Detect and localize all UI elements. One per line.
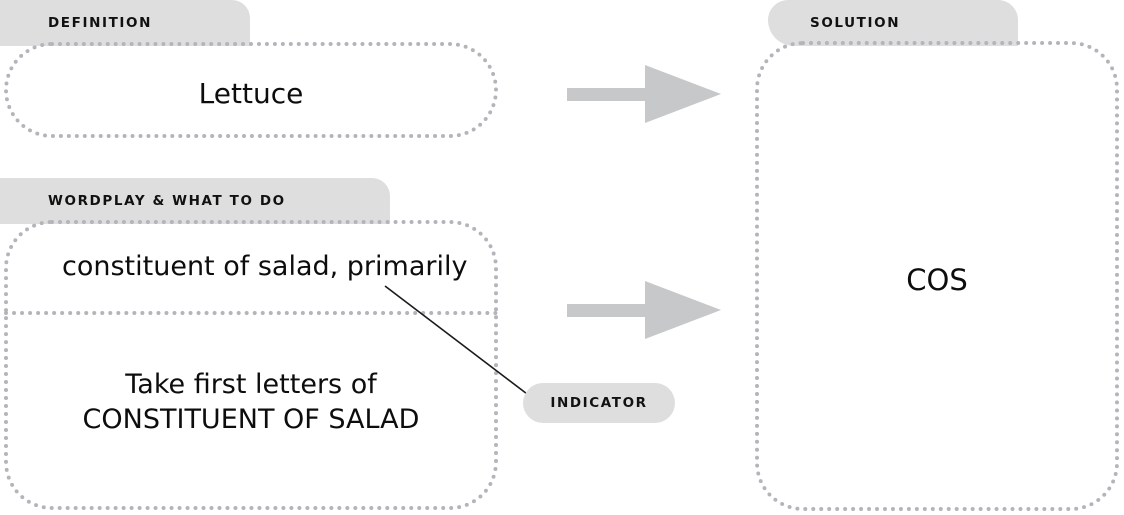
wordplay-action-line-1: Take first letters of [125, 369, 377, 400]
tab-wordplay: WORDPLAY & WHAT TO DO [0, 178, 390, 224]
indicator-badge: INDICATOR [523, 383, 675, 423]
tab-solution-label: SOLUTION [810, 15, 901, 31]
panel-definition [4, 42, 498, 138]
arrow-shaft [567, 88, 653, 101]
wordplay-clue-text: constituent of salad, primarily [62, 251, 468, 282]
tab-definition: DEFINITION [0, 0, 250, 46]
tab-solution: SOLUTION [768, 0, 1018, 46]
arrow-shaft [567, 304, 653, 317]
arrow-definition-to-solution [567, 65, 721, 123]
wordplay-divider [4, 311, 498, 315]
wordplay-action-line-2: CONSTITUENT OF SALAD [82, 403, 420, 435]
tab-definition-label: DEFINITION [48, 15, 153, 31]
definition-content: Lettuce [198, 77, 304, 110]
arrow-head [645, 65, 721, 123]
arrow-head [645, 281, 721, 339]
arrow-wordplay-to-solution [567, 281, 721, 339]
wordplay-action-text: Take first letters of CONSTITUENT OF SAL… [4, 368, 498, 437]
tab-wordplay-label: WORDPLAY & WHAT TO DO [48, 193, 286, 209]
indicator-label: INDICATOR [550, 395, 648, 411]
panel-solution [755, 41, 1119, 511]
solution-content: COS [906, 263, 968, 297]
